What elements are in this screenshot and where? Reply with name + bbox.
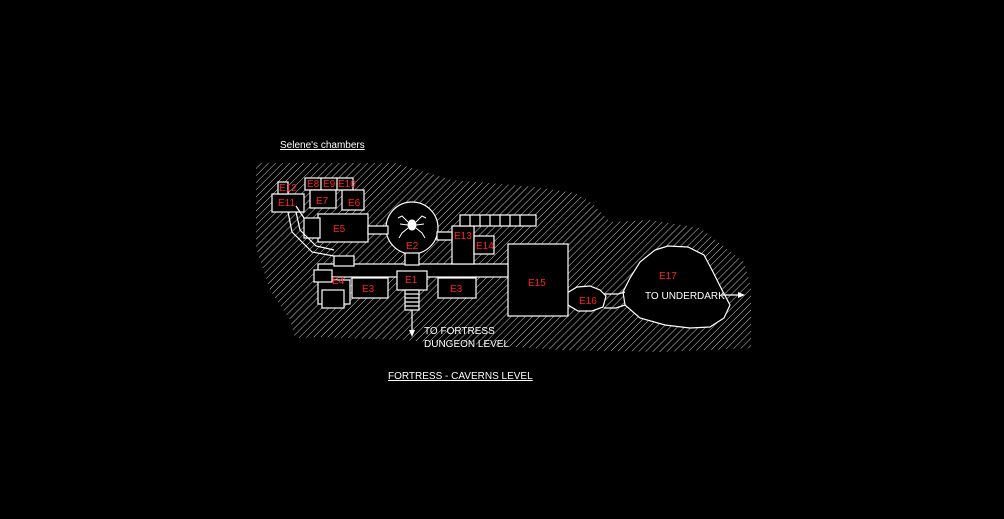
room-e15: [507, 243, 569, 317]
label-e3-east: E3: [450, 284, 463, 295]
stairs-down-icon: [404, 289, 420, 311]
room-e3-east: [437, 277, 477, 299]
label-e16: E16: [579, 296, 597, 307]
cell-row: [459, 214, 537, 227]
room-e6: [341, 189, 365, 211]
room-e5: [317, 213, 369, 243]
room-e14: [473, 235, 495, 255]
label-e11: E11: [278, 198, 295, 209]
room-e5-alcove: [303, 217, 321, 239]
passage-e11-e4-inner: [295, 211, 335, 251]
exit-underdark-label: TO UNDERDARK: [645, 291, 725, 302]
cell-dividers: [469, 215, 521, 226]
arrow-head-down-icon: [409, 330, 415, 337]
label-e4: E4: [332, 276, 345, 287]
passage-e16-e17-lower: [604, 304, 626, 309]
subtitle-label: Selene's chambers: [280, 140, 365, 151]
label-e9: E9: [323, 179, 336, 190]
corridor-e2-e1: [404, 252, 420, 266]
spider-icon: [397, 215, 427, 239]
label-e5: E5: [333, 224, 346, 235]
e8-dividers: [320, 178, 338, 190]
label-e1: E1: [405, 275, 418, 286]
label-e17: E17: [659, 271, 677, 282]
passage-e16-e17: [604, 291, 626, 295]
cave-e16: [566, 285, 607, 312]
cavern-e17: [622, 245, 731, 329]
label-e13: E13: [454, 231, 472, 242]
label-e6: E6: [348, 198, 361, 209]
exit-dungeon-label-2: DUNGEON LEVEL: [424, 339, 509, 350]
label-e15: E15: [528, 278, 546, 289]
label-e3-west: E3: [362, 284, 375, 295]
passage-e11-e4: [287, 211, 335, 257]
corridor-e2-e13: [436, 231, 453, 241]
room-e7: [309, 189, 337, 209]
exit-dungeon-label-1: TO FORTRESS: [424, 326, 495, 337]
room-e12: [277, 181, 289, 195]
room-e3-west: [351, 277, 389, 299]
label-e10: E10: [338, 179, 356, 190]
room-e4-annex: [321, 289, 345, 309]
label-e8: E8: [307, 179, 320, 190]
label-e2: E2: [406, 241, 419, 252]
label-e14: E14: [476, 241, 494, 252]
label-e7: E7: [316, 196, 329, 207]
room-e4-north: [313, 269, 333, 283]
map-title: FORTRESS - CAVERNS LEVEL: [388, 371, 533, 382]
passage-e11-e5: [295, 205, 305, 219]
corridor-e5-e2: [367, 225, 389, 235]
arrow-head-right-icon: [738, 292, 745, 298]
label-e12: E12: [279, 183, 297, 194]
room-north-of-corridor: [333, 255, 355, 267]
